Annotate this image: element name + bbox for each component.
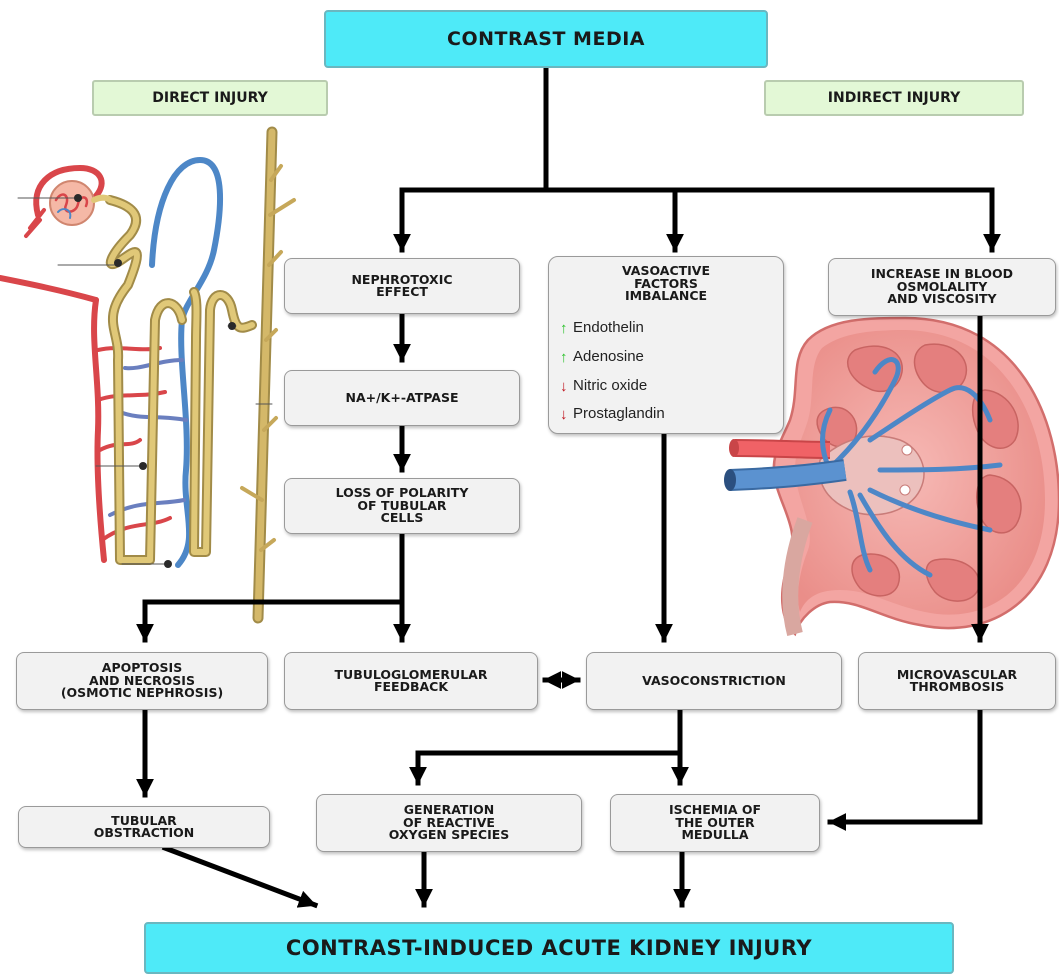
vasoactive-title: VASOACTIVE FACTORS IMBALANCE [549, 265, 783, 303]
nephrotoxic-effect-box: NEPHROTOXIC EFFECT [284, 258, 520, 314]
factor-nitric-oxide: ↓ Nitric oxide [573, 377, 647, 394]
up-arrow-icon: ↑ [560, 320, 568, 337]
vasoconstriction-box: VASOCONSTRICTION [586, 652, 842, 710]
loss-of-polarity-box: LOSS OF POLARITY OF TUBULAR CELLS [284, 478, 520, 534]
apoptosis-necrosis-box: APOPTOSIS AND NECROSIS (OSMOTIC NEPHROSI… [16, 652, 268, 710]
reactive-oxygen-species-box: GENERATION OF REACTIVE OXYGEN SPECIES [316, 794, 582, 852]
osmolality-box: INCREASE IN BLOOD OSMOLALITY AND VISCOSI… [828, 258, 1056, 316]
nephron-illustration [0, 132, 294, 618]
ischemia-outer-medulla-box: ISCHEMIA OF THE OUTER MEDULLA [610, 794, 820, 852]
tubular-obstraction-box: TUBULAR OBSTRACTION [18, 806, 270, 848]
indirect-injury-label: INDIRECT INJURY [764, 80, 1024, 116]
factor-label: Nitric oxide [573, 377, 647, 394]
factor-label: Adenosine [573, 348, 644, 365]
direct-injury-label: DIRECT INJURY [92, 80, 328, 116]
down-arrow-icon: ↓ [560, 406, 568, 423]
microvascular-thrombosis-box: MICROVASCULAR THROMBOSIS [858, 652, 1056, 710]
factor-endothelin: ↑ Endothelin [573, 319, 644, 336]
factor-label: Endothelin [573, 319, 644, 336]
factor-adenosine: ↑ Adenosine [573, 348, 644, 365]
factor-label: Prostaglandin [573, 405, 665, 422]
factor-prostaglandin: ↓ Prostaglandin [573, 405, 665, 422]
vasoactive-factors-box: VASOACTIVE FACTORS IMBALANCE ↑ Endotheli… [548, 256, 784, 434]
tubuloglomerular-feedback-box: TUBULOGLOMERULAR FEEDBACK [284, 652, 538, 710]
up-arrow-icon: ↑ [560, 349, 568, 366]
contrast-media-box: CONTRAST MEDIA [324, 10, 768, 68]
ci-aki-box: CONTRAST-INDUCED ACUTE KIDNEY INJURY [144, 922, 954, 974]
down-arrow-icon: ↓ [560, 378, 568, 395]
atpase-box: NA+/K+-ATPASE [284, 370, 520, 426]
